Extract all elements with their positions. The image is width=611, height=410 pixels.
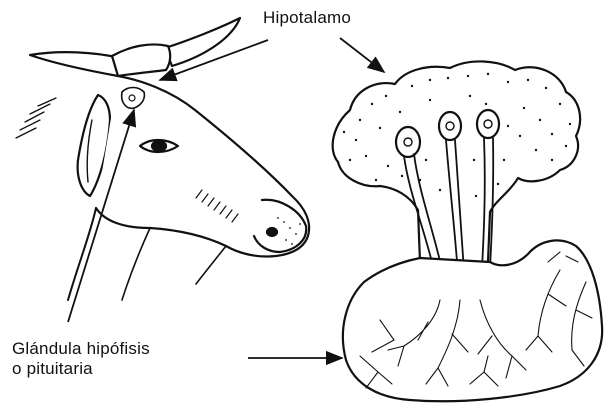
pituitary-gland bbox=[343, 240, 602, 401]
arrow-hypothalamus-to-diagram bbox=[340, 38, 384, 72]
pituitary-label-line-2: o pituitaria bbox=[12, 359, 150, 379]
hypothalamus-label: Hipotalamo bbox=[263, 8, 351, 28]
cow-right-horn bbox=[165, 18, 240, 66]
cow-left-horn bbox=[30, 52, 120, 76]
pituitary-label-line-1: Glándula hipófisis bbox=[12, 339, 150, 359]
pituitary-diagram bbox=[333, 61, 603, 401]
cow-poll bbox=[112, 44, 170, 76]
cow-nostril bbox=[267, 228, 277, 236]
pituitary-gland-label: Glándula hipófisis o pituitaria bbox=[12, 339, 150, 379]
cow-head-illustration bbox=[16, 18, 309, 300]
